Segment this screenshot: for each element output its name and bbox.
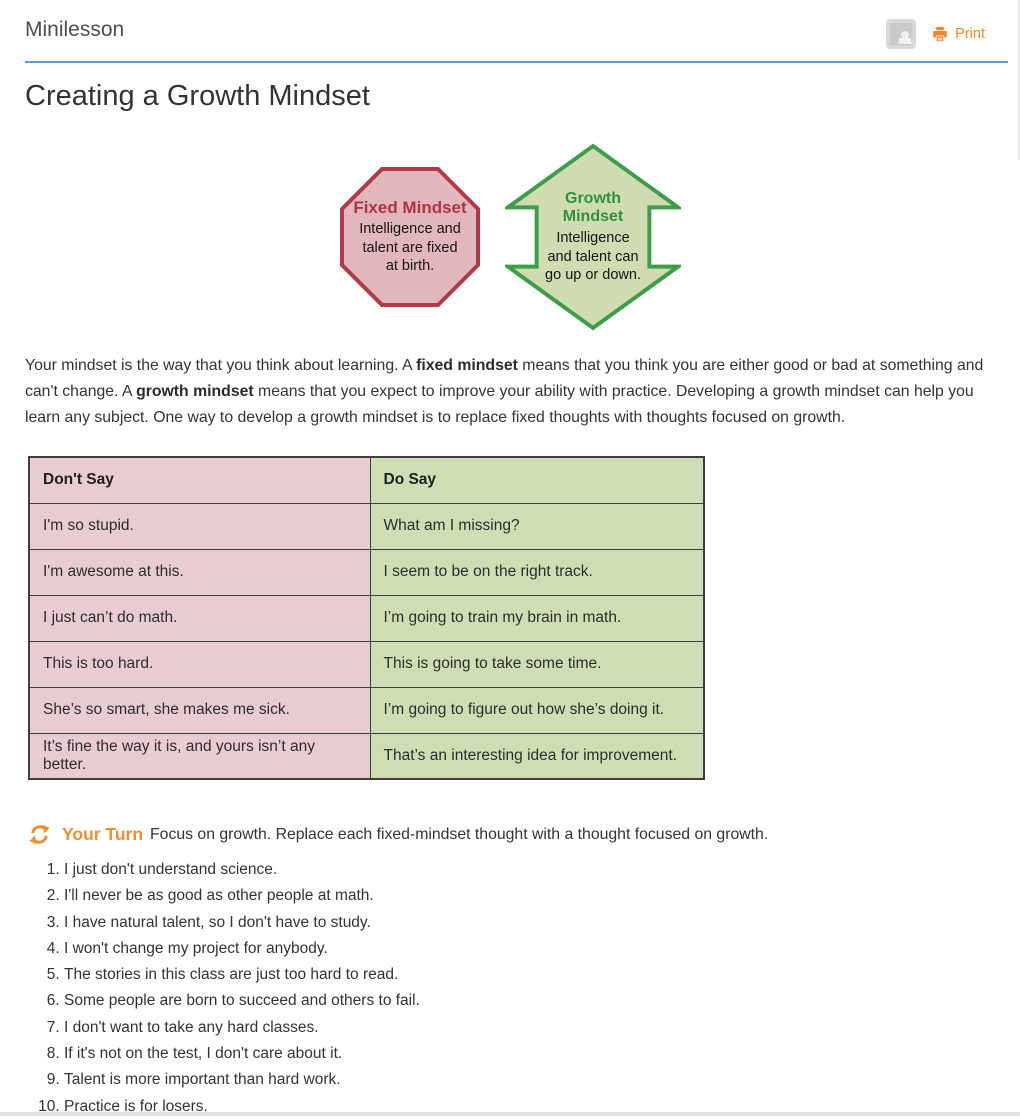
header-divider <box>25 61 1008 63</box>
page-title: Creating a Growth Mindset <box>25 80 370 112</box>
mindset-diagram: Fixed Mindset Intelligence and talent ar… <box>0 142 1020 332</box>
dont-say-cell: I'm so stupid. <box>28 502 371 550</box>
table-row: I'm awesome at this.I seem to be on the … <box>28 548 705 596</box>
fixed-mindset-line: talent are fixed <box>362 239 458 256</box>
your-turn-label: Your Turn <box>62 824 144 844</box>
fixed-mindset-term: fixed mindset <box>416 357 518 374</box>
dont-say-header: Don't Say <box>28 456 371 504</box>
cycle-arrows-icon <box>28 823 51 846</box>
table-row: She’s so smart, she makes me sick.I’m go… <box>28 686 705 734</box>
octagon-stop-sign-icon <box>340 167 480 307</box>
printer-icon <box>931 25 949 43</box>
do-say-cell: I’m going to figure out how she’s doing … <box>369 686 705 734</box>
header-actions: Print <box>886 19 985 49</box>
growth-mindset-shape: Growth Mindset Intelligence and talent c… <box>505 142 681 332</box>
fixed-mindset-shape: Fixed Mindset Intelligence and talent ar… <box>339 166 481 308</box>
growth-mindset-line: and talent can <box>547 248 639 265</box>
table-row: I'm so stupid.What am I missing? <box>28 502 705 550</box>
do-say-header: Do Say <box>369 456 705 504</box>
your-turn-section: Your Turn Focus on growth. Replace each … <box>28 823 995 846</box>
list-item: I'll never be as good as other people at… <box>64 883 995 909</box>
growth-mindset-text: Growth Mindset Intelligence and talent c… <box>505 142 681 332</box>
print-button[interactable]: Print <box>931 25 985 43</box>
list-item: I won't change my project for anybody. <box>64 936 995 962</box>
list-item: I have natural talent, so I don't have t… <box>64 910 995 936</box>
fixed-mindset-title: Fixed Mindset <box>353 198 467 218</box>
account-avatar-button[interactable] <box>886 19 917 49</box>
list-item: Talent is more important than hard work. <box>64 1067 995 1093</box>
list-item: The stories in this class are just too h… <box>64 962 995 988</box>
dont-say-do-say-table: Don't Say Do Say I'm so stupid.What am I… <box>28 456 705 780</box>
your-turn-instruction: Focus on growth. Replace each fixed-mind… <box>150 825 769 843</box>
header: Minilesson Print <box>0 0 1020 49</box>
growth-mindset-term: growth mindset <box>136 383 254 400</box>
fixed-mindset-line: at birth. <box>385 258 435 275</box>
fixed-mindset-text: Fixed Mindset Intelligence and talent ar… <box>339 166 481 308</box>
table-row: I just can’t do math.I’m going to train … <box>28 594 705 642</box>
growth-mindset-line: Intelligence <box>556 230 630 247</box>
header-title: Minilesson <box>25 18 125 41</box>
up-down-arrow-icon <box>505 143 681 331</box>
print-button-label: Print <box>955 26 985 42</box>
intro-text: means that you expect to improve your ab… <box>25 383 974 426</box>
dont-say-cell: It’s fine the way it is, and yours isn’t… <box>28 732 371 780</box>
dont-say-cell: I'm awesome at this. <box>28 548 371 596</box>
table-row: This is too hard.This is going to take s… <box>28 640 705 688</box>
growth-mindset-title: Mindset <box>562 208 624 226</box>
exercise-list: I just don't understand science.I'll nev… <box>0 857 995 1120</box>
list-item: Practice is for losers. <box>64 1094 995 1120</box>
table-row: It’s fine the way it is, and yours isn’t… <box>28 732 705 780</box>
dont-say-cell: This is too hard. <box>28 640 371 688</box>
dont-say-cell: I just can’t do math. <box>28 594 371 642</box>
list-item: I don't want to take any hard classes. <box>64 1015 995 1041</box>
list-item: Some people are born to succeed and othe… <box>64 988 995 1014</box>
viewport-bottom-edge <box>0 1112 1020 1116</box>
do-say-cell: What am I missing? <box>369 502 705 550</box>
list-item: I just don't understand science. <box>64 857 995 883</box>
avatar-icon <box>890 23 913 45</box>
viewport-right-edge <box>1018 0 1020 160</box>
do-say-cell: I’m going to train my brain in math. <box>369 594 705 642</box>
growth-mindset-title: Growth <box>565 189 621 207</box>
do-say-cell: I seem to be on the right track. <box>369 548 705 596</box>
intro-paragraph: Your mindset is the way that you think a… <box>25 353 992 431</box>
do-say-cell: This is going to take some time. <box>369 640 705 688</box>
dont-say-cell: She’s so smart, she makes me sick. <box>28 686 371 734</box>
table-header-row: Don't Say Do Say <box>28 456 705 504</box>
intro-text: Your mindset is the way that you think a… <box>25 357 417 374</box>
mindset-table-body: I'm so stupid.What am I missing?I'm awes… <box>28 502 705 780</box>
intro-text: means that you think you are either good… <box>25 357 984 400</box>
fixed-mindset-line: Intelligence and <box>359 221 461 238</box>
do-say-cell: That’s an interesting idea for improveme… <box>369 732 705 780</box>
list-item: If it's not on the test, I don't care ab… <box>64 1041 995 1067</box>
growth-mindset-line: go up or down. <box>545 267 641 284</box>
